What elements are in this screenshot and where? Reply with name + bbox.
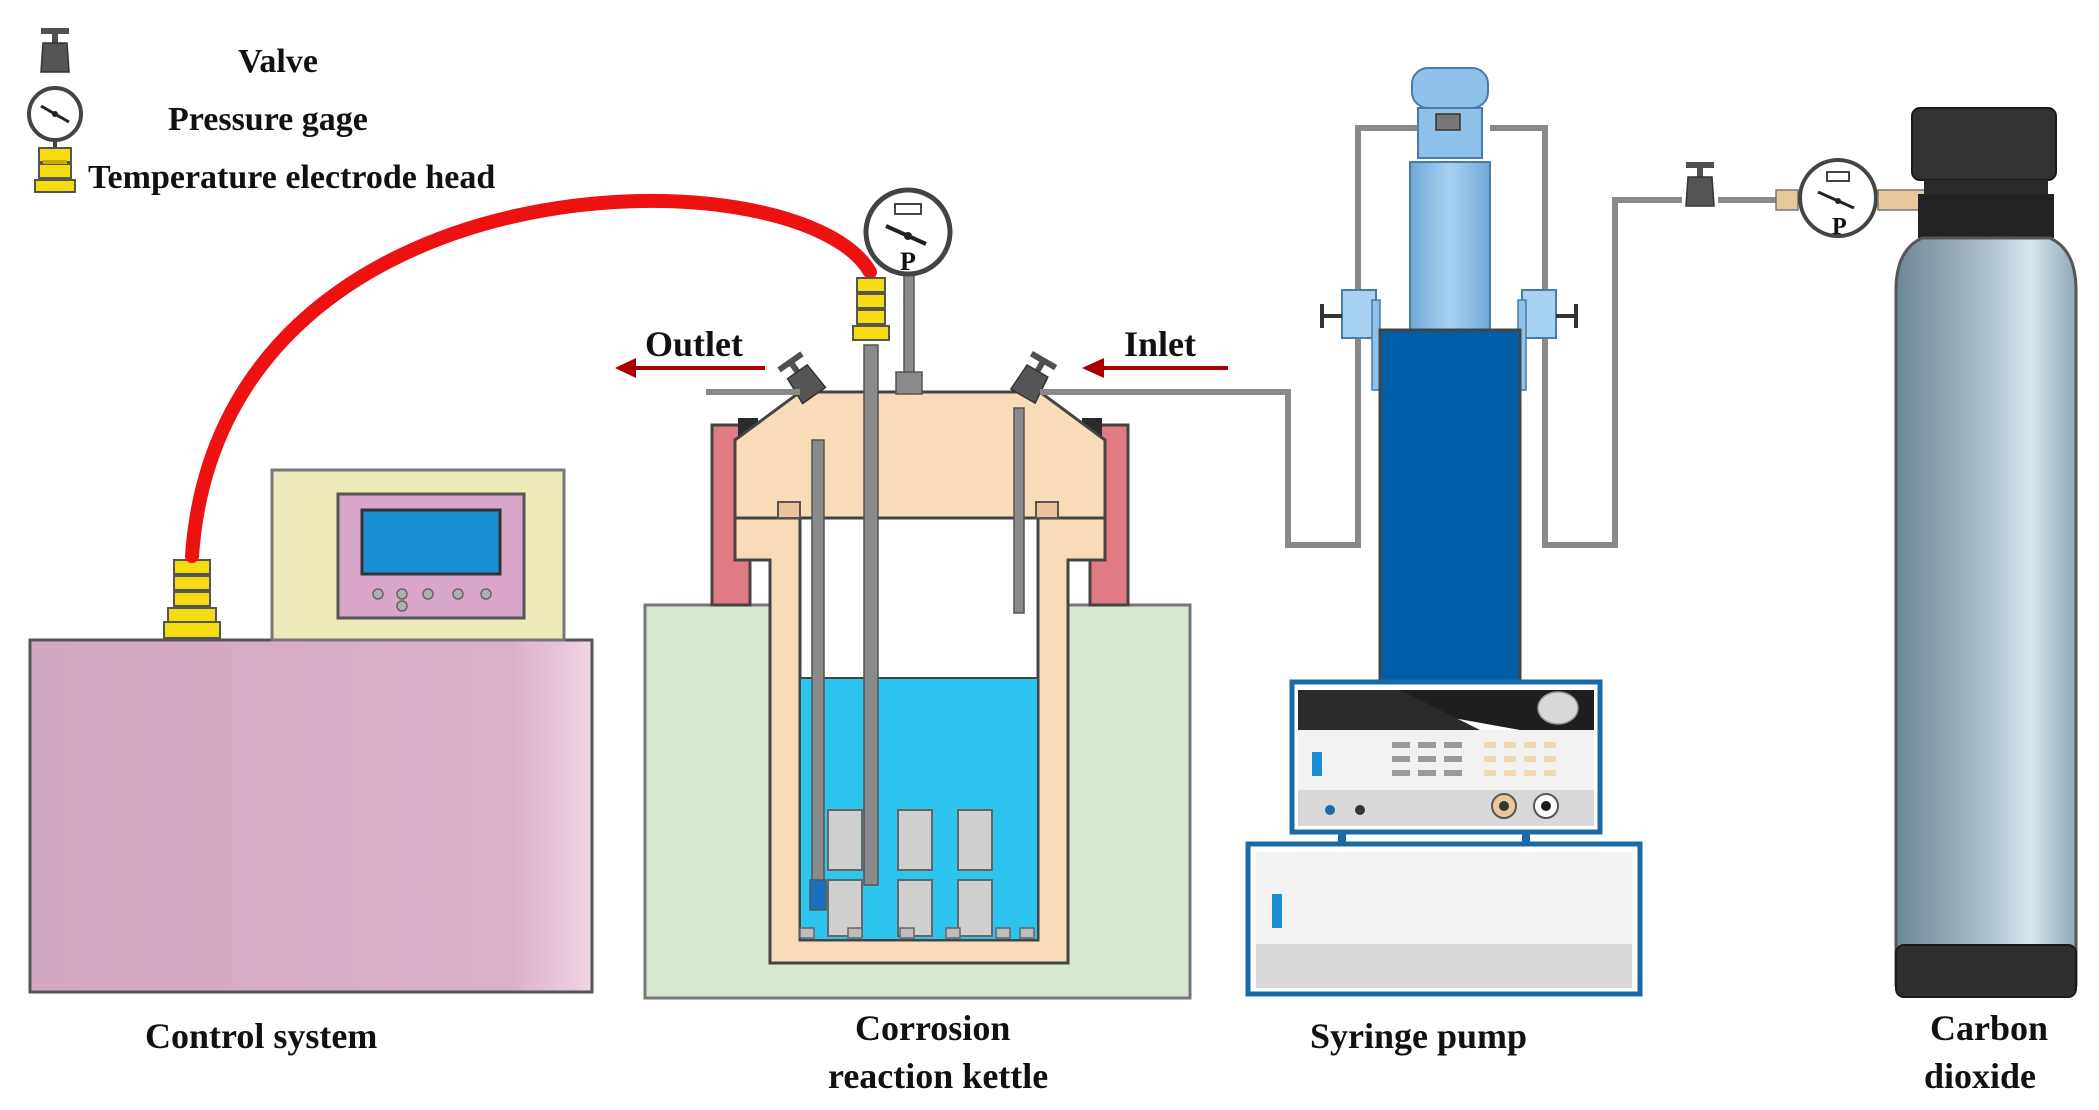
control-system-box [28, 638, 594, 994]
inlet-arrow [1082, 358, 1228, 378]
cylinder-body [1894, 236, 2078, 987]
pipe-pump-to-cylinder [1490, 125, 1682, 548]
corrosion-reaction-kettle: P Corrosion reaction kettle [643, 187, 1192, 1096]
outlet-label: Outlet [645, 324, 743, 364]
cylinder-cap [1911, 107, 2057, 181]
thermocouple-rod [863, 344, 879, 886]
pipe-network [1040, 125, 1778, 548]
controller-screen [360, 508, 502, 576]
controller-buttons [372, 588, 492, 612]
inlet-label: Inlet [1124, 324, 1196, 364]
pipe-kettle-to-pump [1040, 125, 1420, 548]
kettle-gage-symbol: P [900, 247, 916, 276]
syringe-pump-label: Syringe pump [1310, 1016, 1527, 1056]
inlet-tube [1013, 407, 1025, 614]
kettle-label-line2: reaction kettle [828, 1056, 1048, 1096]
pump-piston [1409, 161, 1491, 331]
legend-pressure-gage-icon [27, 86, 83, 154]
kettle-label-line1: Corrosion [855, 1008, 1010, 1048]
specimens [827, 809, 993, 937]
control-system-label: Control system [145, 1016, 377, 1056]
legend-pressure-gage-label: Pressure gage [168, 101, 368, 138]
syringe-pump: Syringe pump [1245, 67, 1643, 1056]
specimen-supports [799, 927, 1035, 939]
legend-valve-icon [40, 27, 70, 73]
cylinder-gage-symbol: P [1832, 214, 1847, 240]
pump-column [1378, 328, 1522, 684]
carbon-dioxide-cylinder: Carbon dioxide [1894, 107, 2078, 1096]
kettle-pressure-gage-icon [863, 187, 953, 277]
cylinder-pressure-gage-icon [1798, 158, 1878, 238]
cylinder-base [1895, 944, 2077, 998]
outlet-arrow [615, 358, 765, 378]
co2-label-line2: dioxide [1924, 1056, 2036, 1096]
vessel-lid [733, 390, 1107, 520]
legend-electrode-label: Temperature electrode head [88, 159, 495, 196]
temperature-cable [185, 193, 877, 563]
legend: Valve Pressure gage Temperature electrod… [27, 27, 495, 196]
inner-tube [811, 439, 825, 909]
control-system: Control system [28, 468, 594, 1056]
legend-valve-label: Valve [238, 43, 318, 80]
cylinder-valve-icon [1685, 161, 1715, 207]
legend-electrode-icon [34, 147, 76, 193]
control-electrode-connector [163, 559, 221, 639]
co2-label-line1: Carbon [1930, 1008, 2048, 1048]
kettle-electrode-head [852, 277, 890, 341]
